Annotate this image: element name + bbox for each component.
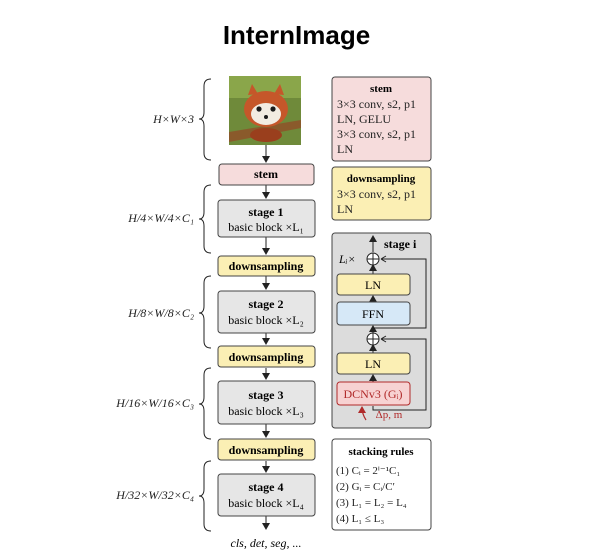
add-symbol-top (366, 252, 380, 266)
stem-block: stem (218, 163, 315, 186)
brace-stage2 (198, 275, 212, 349)
stem-detail-box: stem 3×3 conv, s2, p1 LN, GELU 3×3 conv,… (331, 76, 432, 162)
ln-block-bottom (336, 352, 411, 375)
stage2-block: stage 2 basic block ×L₂ (217, 290, 316, 334)
stem-detail-line: 3×3 conv, s2, p1 (337, 97, 416, 111)
dim-label-stage2: H/8×W/8×C₂ (127, 306, 194, 320)
stage1-block: stage 1 basic block ×L₁ (217, 199, 316, 238)
dcnv3-label: DCNv3 (Gᵢ) (344, 387, 403, 401)
downsampling-block-1: downsampling (217, 255, 316, 277)
dim-label-stage4: H/32×W/32×C₄ (115, 488, 194, 502)
stage1-subtitle: basic block ×L₁ (228, 220, 304, 234)
stem-detail-line: 3×3 conv, s2, p1 (337, 127, 416, 141)
brace-stage4 (198, 460, 212, 532)
residual-arrowhead-top (380, 255, 387, 263)
ffn-block (336, 301, 411, 326)
ln-label-bottom: LN (365, 357, 381, 371)
stage4-block: stage 4 basic block ×L₄ (217, 473, 316, 517)
downsampling-block-3: downsampling (217, 438, 316, 461)
stage3-title: stage 3 (249, 388, 284, 402)
ln-label-top: LN (365, 278, 381, 292)
diagram-title: InternImage (222, 20, 371, 50)
downsampling-label-3: downsampling (229, 443, 304, 457)
downsampling-label-2: downsampling (229, 350, 304, 364)
ffn-label: FFN (362, 307, 384, 321)
downsampling-label-1: downsampling (229, 259, 304, 273)
downsampling-detail-title: downsampling (347, 173, 416, 185)
stem-detail-line: LN (337, 142, 353, 156)
stacking-rules-box: stacking rules (1) Cᵢ = 2ⁱ⁻¹C₁ (2) Gᵢ = … (331, 438, 432, 531)
stacking-rule-item: (3) L₁ = L₂ = L₄ (336, 497, 407, 509)
offset-arrow (358, 406, 367, 421)
dim-label-stage1: H/4×W/4×C₁ (127, 211, 194, 225)
ln-block-top (336, 273, 411, 296)
stage-i-title: stage i (384, 237, 417, 251)
input-image (229, 76, 301, 145)
stage3-subtitle: basic block ×L₃ (228, 404, 304, 418)
residual-arrowhead-mid (380, 335, 387, 343)
stage3-block: stage 3 basic block ×L₃ (217, 380, 316, 425)
stage4-title: stage 4 (249, 480, 284, 494)
stage2-title: stage 2 (249, 297, 284, 311)
output-tasks: cls, det, seg, ... (231, 536, 302, 550)
downsampling-detail-box: downsampling 3×3 conv, s2, p1 LN (331, 166, 432, 221)
downsampling-detail-line: LN (337, 202, 353, 216)
brace-stage1 (198, 184, 212, 254)
add-symbol-mid (366, 332, 380, 346)
stem-label: stem (254, 167, 278, 181)
offset-label: Δp, m (376, 409, 403, 421)
downsampling-block-2: downsampling (217, 345, 316, 368)
brace-stage3 (198, 367, 212, 440)
stage-i-panel: stage i Lᵢ× (331, 232, 432, 429)
brace-input (198, 78, 212, 161)
stacking-rule-item: (2) Gᵢ = Cᵢ/C′ (336, 481, 395, 493)
stem-detail-line: LN, GELU (337, 112, 391, 126)
stage1-title: stage 1 (249, 205, 284, 219)
dim-label-stage3: H/16×W/16×C₃ (115, 396, 194, 410)
stacking-rule-item: (4) L₁ ≤ L₃ (336, 513, 384, 525)
stage4-subtitle: basic block ×L₄ (228, 496, 304, 510)
stage-i-repeat-label: Lᵢ× (338, 252, 356, 266)
stacking-rules-title: stacking rules (348, 446, 414, 458)
stem-detail-title: stem (370, 83, 392, 95)
dcnv3-block (336, 381, 411, 406)
downsampling-detail-line: 3×3 conv, s2, p1 (337, 187, 416, 201)
stacking-rule-item: (1) Cᵢ = 2ⁱ⁻¹C₁ (336, 465, 400, 477)
stage2-subtitle: basic block ×L₂ (228, 313, 304, 327)
dim-label-input: H×W×3 (152, 112, 194, 126)
residual-path-dcn (372, 338, 427, 411)
